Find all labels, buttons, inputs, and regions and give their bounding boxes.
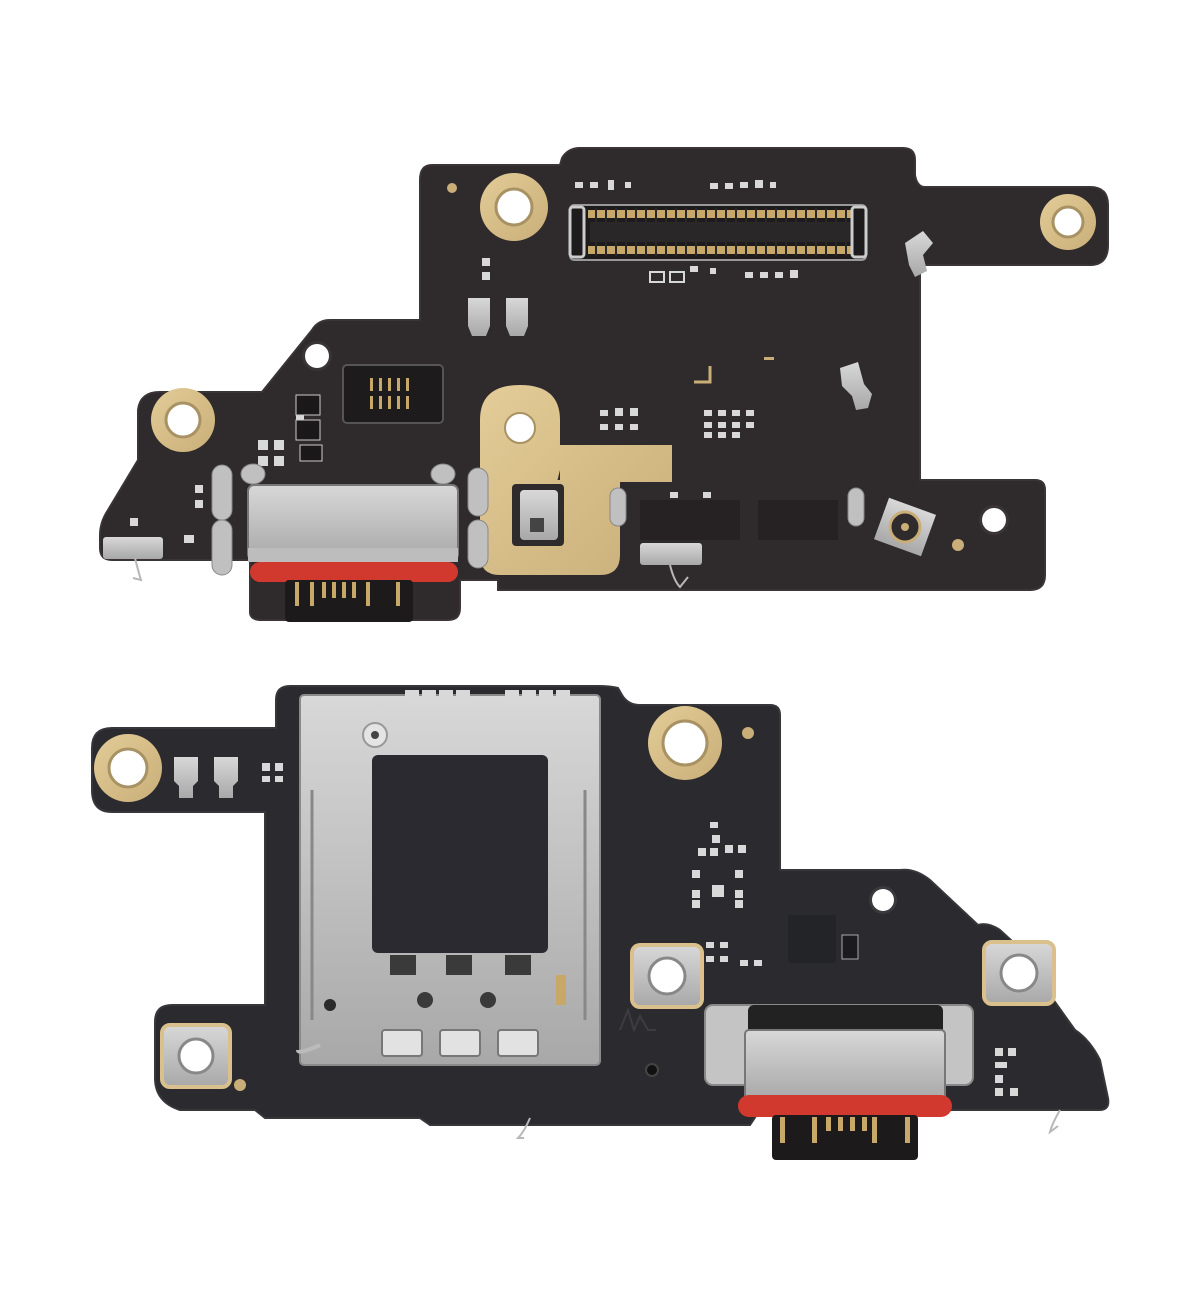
sim-card-reader bbox=[296, 690, 601, 1066]
board-to-board-connector bbox=[568, 204, 868, 261]
ic-chips-back bbox=[788, 915, 859, 963]
coax-antenna-connector bbox=[873, 497, 937, 557]
spring-contacts bbox=[468, 231, 933, 410]
usb-c-port-front bbox=[247, 484, 459, 622]
solder-tabs bbox=[211, 463, 865, 576]
mounting-hole-1 bbox=[480, 173, 548, 241]
via-pad bbox=[447, 183, 457, 193]
board-front bbox=[99, 147, 1109, 622]
antenna-contact-1 bbox=[630, 943, 704, 1009]
microphone bbox=[520, 490, 558, 540]
antenna-contact-3 bbox=[160, 1023, 232, 1089]
mounting-hole-8 bbox=[869, 886, 897, 914]
mounting-hole-4 bbox=[302, 341, 332, 371]
smd-components-back bbox=[262, 763, 1018, 1096]
ground-plate bbox=[480, 385, 672, 575]
spring-contacts-back bbox=[174, 757, 238, 798]
usb-c-port-back bbox=[704, 1004, 974, 1160]
ic-chips bbox=[295, 394, 838, 540]
via-pad bbox=[952, 539, 964, 551]
board-back bbox=[91, 685, 1110, 1160]
mounting-hole-2 bbox=[1040, 194, 1096, 250]
sim-slot-opening bbox=[372, 755, 548, 953]
flex-connector bbox=[342, 364, 444, 424]
mounting-hole-6 bbox=[94, 734, 162, 802]
shield-clip bbox=[640, 543, 702, 565]
antenna-contact-2 bbox=[982, 940, 1056, 1006]
mounting-hole-3 bbox=[151, 388, 215, 452]
shield-clip bbox=[103, 537, 163, 559]
mounting-hole-5 bbox=[979, 505, 1009, 535]
smd-components bbox=[130, 180, 798, 543]
mounting-hole-7 bbox=[648, 706, 722, 780]
